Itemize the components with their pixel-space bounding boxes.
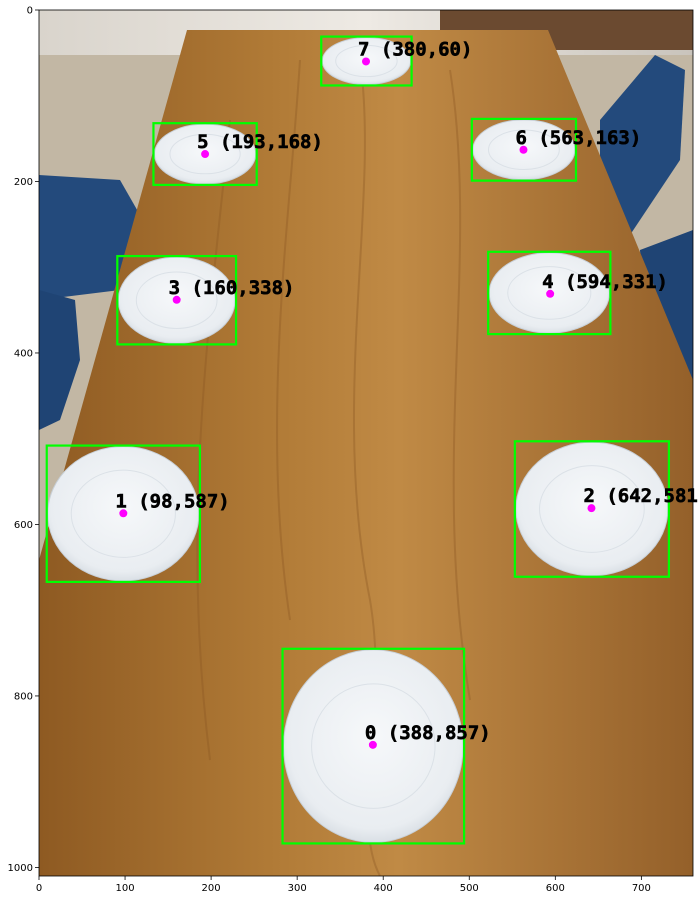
y-tick-label-4: 800 (14, 691, 33, 702)
plate-rim-0 (311, 683, 436, 809)
center-marker-0 (368, 740, 377, 749)
chair-left-top (39, 175, 140, 300)
center-marker-4 (546, 289, 555, 298)
detection-label-5: 5 (193,168) (197, 131, 323, 153)
bounding-box-7 (320, 35, 413, 87)
bounding-box-1 (45, 444, 202, 584)
bounding-box-0 (281, 647, 466, 845)
center-marker-1 (119, 509, 128, 518)
detection-label-0: 0 (388,857) (365, 722, 491, 744)
detection-label-2: 2 (642,581 (583, 485, 697, 507)
y-tick-label-0: 0 (27, 6, 33, 17)
x-tick-label-2: 200 (202, 883, 221, 894)
center-marker-6 (519, 145, 528, 154)
y-tick-label-1: 200 (14, 177, 33, 188)
table-top (39, 30, 693, 876)
x-tick-label-0: 0 (36, 883, 42, 894)
plate-rim-3 (135, 271, 218, 329)
x-tick-label-7: 700 (632, 883, 651, 894)
center-marker-7 (362, 57, 370, 66)
detection-label-1: 1 (98,587) (115, 490, 229, 512)
plate-rim-5 (169, 133, 241, 175)
plate-rim-2 (539, 465, 645, 553)
bounding-box-6 (470, 117, 578, 182)
detection-label-4: 4 (594,331) (542, 271, 668, 293)
photo (39, 10, 693, 876)
plate-rim-1 (70, 469, 176, 558)
axes-frame (38, 9, 694, 877)
y-tick-label-2: 400 (14, 348, 33, 359)
y-axis: 0 200 400 600 800 1000 (8, 6, 39, 874)
bounding-box-4 (487, 250, 612, 336)
chair-left-bottom (39, 290, 80, 430)
detection-label-7: 7 (380,60) (358, 38, 472, 60)
x-axis: 0 100 200 300 400 500 600 700 (36, 876, 651, 894)
center-marker-5 (201, 150, 210, 159)
x-tick-label-6: 600 (546, 883, 565, 894)
bounding-box-2 (513, 440, 671, 578)
detection-label-3: 3 (160,338) (169, 277, 295, 299)
center-marker-2 (587, 504, 596, 513)
y-tick-label-3: 600 (14, 520, 33, 531)
y-tick-label-5: 1000 (8, 863, 33, 874)
x-tick-label-1: 100 (116, 883, 135, 894)
x-tick-label-4: 400 (374, 883, 393, 894)
plate-rim-6 (488, 129, 560, 171)
detection-label-6: 6 (563,163) (515, 127, 641, 149)
bounding-box-5 (152, 122, 258, 187)
chair-right-top (600, 55, 685, 235)
plate-rim-7 (335, 44, 398, 78)
bounding-box-3 (116, 254, 238, 346)
wood-grain (196, 59, 471, 876)
x-tick-label-3: 300 (288, 883, 307, 894)
detection-overlay: 0 (388,857) 1 (98,587) 2 (642,581 3 (160,33… (45, 35, 698, 845)
plate-rim-4 (507, 266, 592, 320)
x-tick-label-5: 500 (460, 883, 479, 894)
center-marker-3 (172, 295, 181, 304)
